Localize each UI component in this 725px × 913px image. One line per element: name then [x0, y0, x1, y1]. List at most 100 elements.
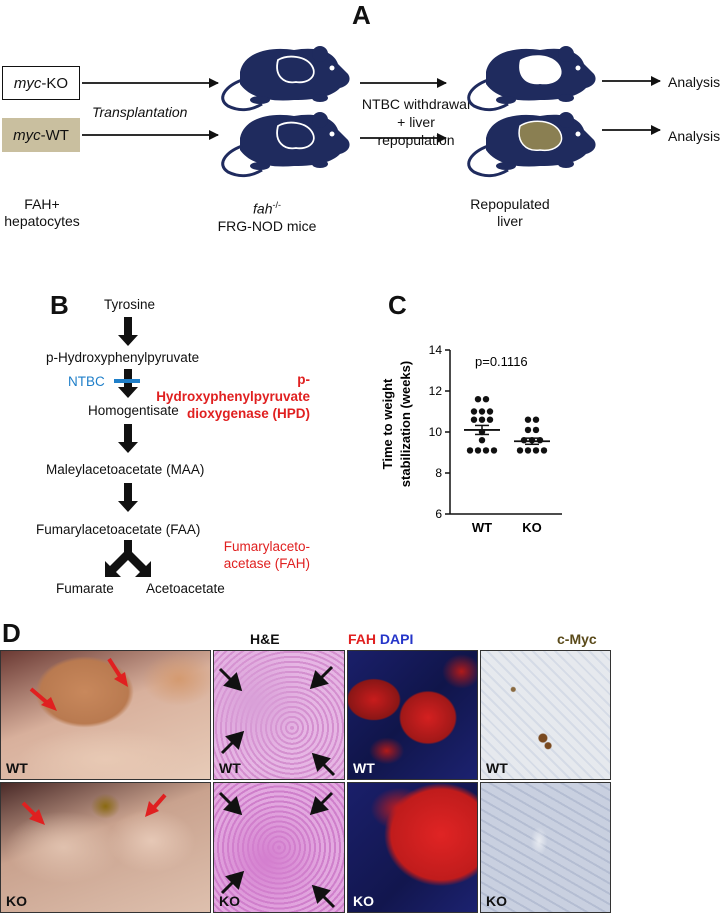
panel-b-letter: B: [50, 290, 69, 320]
row-label-ko-gross: KO: [6, 893, 27, 909]
data-point: [524, 416, 532, 423]
y-tick-label: 6: [435, 507, 442, 521]
data-point: [474, 396, 482, 403]
myc-ko-box: myc-KO: [2, 66, 80, 100]
red-arrowhead-wt-2: [114, 672, 128, 687]
ntbc-withdrawal-label: NTBC withdrawal + liver repopulation: [360, 95, 472, 149]
row-label-wt-he: WT: [219, 760, 241, 776]
mouse-wt-icon: [221, 110, 352, 178]
header-cmyc: c-Myc: [557, 631, 597, 647]
enzyme-hpd-label: p-Hydroxyphenylpyruvate dioxygenase (HPD…: [150, 371, 310, 422]
x-tick-label: KO: [522, 520, 542, 535]
mice-strain: FRG-NOD mice: [217, 217, 317, 234]
step-tyrosine: Tyrosine: [104, 297, 156, 312]
data-point: [466, 447, 474, 454]
data-point: [478, 437, 486, 444]
pathway-arrow-3: [118, 424, 138, 453]
y-tick-label: 8: [435, 466, 442, 480]
header-fah-dapi: FAH DAPI: [348, 631, 413, 647]
cmyc-wt-image: WT: [480, 650, 611, 780]
panel-a-diagram: [82, 44, 661, 178]
myc-wt-suffix: -WT: [40, 126, 69, 144]
cmyc-ko-image: KO: [480, 782, 611, 913]
data-point: [474, 447, 482, 454]
repopulated-mouse-ko-icon: [467, 44, 598, 112]
ntbc-block-bar: [114, 379, 140, 383]
mouse-ko-icon: [221, 44, 352, 112]
step-faa: Fumarylacetoacetate (FAA): [36, 522, 201, 537]
panel-d-letter: D: [2, 618, 21, 648]
he-wt-image: WT: [213, 650, 345, 780]
step-homogentisate: Homogentisate: [88, 403, 179, 418]
header-fah: FAH: [348, 631, 376, 647]
fah-dapi-ko-image: KO: [347, 782, 478, 913]
header-he: H&E: [250, 631, 280, 647]
transplantation-label: Transplantation: [92, 104, 188, 120]
ntbc-line-2: + liver repopulation: [377, 114, 455, 148]
enzyme-fah-line-2: acetase (FAH): [223, 556, 310, 571]
gross-liver-wt-image: WT: [0, 650, 211, 780]
y-tick-label: 10: [429, 425, 443, 439]
data-point: [470, 408, 478, 415]
analysis-label-2: Analysis: [668, 128, 721, 144]
data-point: [516, 447, 524, 454]
x-tick-label: WT: [472, 520, 492, 535]
p-value-label: p=0.1116: [475, 354, 528, 369]
ntbc-inhibitor-label: NTBC: [68, 374, 105, 389]
data-point: [532, 447, 540, 454]
pathway-arrow-4: [118, 483, 138, 512]
y-axis-label-line-2: stabilization (weeks): [398, 361, 413, 487]
data-point: [540, 447, 548, 454]
pathway-arrow-1: [118, 317, 138, 346]
row-label-wt-cmyc: WT: [486, 760, 508, 776]
row-label-ko-he: KO: [219, 893, 240, 909]
mice-label: fah-/- FRG-NOD mice: [212, 197, 322, 235]
y-tick-label: 14: [429, 343, 443, 357]
data-point: [482, 447, 490, 454]
myc-ko-suffix: -KO: [41, 74, 69, 92]
header-dapi: DAPI: [379, 631, 414, 647]
step-hpp: p-Hydroxyphenylpyruvate: [46, 350, 200, 365]
data-point: [470, 416, 478, 423]
row-label-ko-fah: KO: [353, 893, 374, 909]
ntbc-line-1: NTBC withdrawal: [361, 96, 471, 112]
enzyme-fah-line-1: Fumarylaceto-: [223, 539, 310, 554]
pathway-arrow-2: [118, 369, 138, 398]
panel-b-arrows: [105, 317, 151, 577]
data-point: [478, 408, 486, 415]
mice-gene: fah: [253, 200, 273, 217]
data-point: [490, 447, 498, 454]
fah-dapi-wt-image: WT: [347, 650, 478, 780]
product-fumarate: Fumarate: [56, 581, 114, 596]
myc-ko-gene: myc: [13, 74, 42, 92]
row-label-wt-gross: WT: [6, 760, 28, 776]
data-point: [486, 408, 494, 415]
row-label-ko-cmyc: KO: [486, 893, 507, 909]
repopulated-mouse-wt-icon: [467, 110, 598, 178]
enzyme-hpd-line-1: p-Hydroxyphenylpyruvate: [156, 372, 310, 404]
enzyme-fah-label: Fumarylaceto- acetase (FAH): [210, 538, 310, 572]
panel-a-letter: A: [352, 0, 371, 30]
red-arrowhead-ko-2: [145, 801, 159, 817]
step-maa: Maleylacetoacetate (MAA): [46, 462, 205, 477]
data-point: [524, 447, 532, 454]
gross-liver-ko-image: KO: [0, 782, 211, 913]
data-point: [532, 416, 540, 423]
data-point: [486, 416, 494, 423]
y-tick-label: 12: [429, 384, 443, 398]
myc-wt-box: myc-WT: [2, 118, 80, 152]
data-point: [482, 396, 490, 403]
row-label-wt-fah: WT: [353, 760, 375, 776]
scatter-chart: Time to weight stabilization (weeks) p=0…: [380, 343, 562, 535]
data-point: [524, 426, 532, 434]
pathway-split-arrow: [105, 540, 151, 577]
panel-c-letter: C: [388, 290, 407, 320]
data-point: [532, 426, 540, 434]
repopulated-liver-label: Repopulated liver: [470, 196, 550, 229]
myc-wt-gene: myc: [13, 126, 41, 144]
y-axis-label-line-1: Time to weight: [380, 378, 395, 469]
red-arrowhead-wt-1: [41, 697, 57, 711]
red-arrowhead-ko-1: [29, 809, 45, 825]
data-point: [478, 416, 486, 423]
enzyme-hpd-line-2: dioxygenase (HPD): [186, 406, 310, 421]
